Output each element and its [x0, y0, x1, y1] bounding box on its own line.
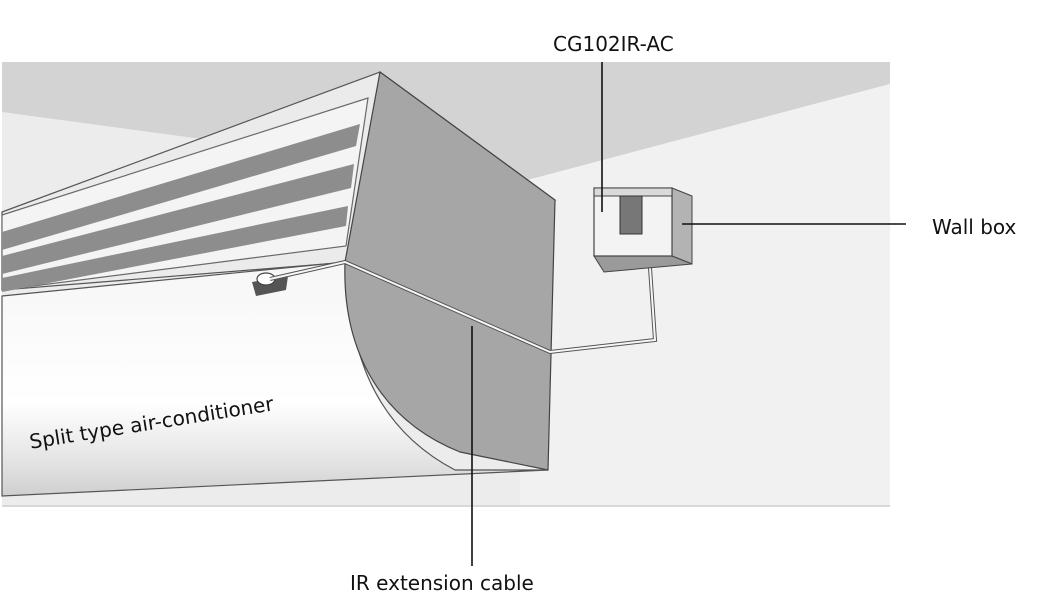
ac-vent-slot-2: [2, 164, 354, 274]
cg102ir-ac-module: [619, 195, 643, 235]
model-label: CG102IR-AC: [553, 32, 674, 56]
ac-vent-slot-1: [2, 124, 360, 250]
ac-side-cap: [344, 70, 556, 471]
ir-extension-cable-label: IR extension cable: [350, 571, 534, 595]
wall-box-top: [593, 187, 673, 197]
air-conditioner-unit: [1, 70, 557, 497]
ir-extension-cable: [269, 259, 658, 355]
leader-lines: [471, 62, 906, 566]
wall-box-side: [671, 187, 693, 265]
wall-box: [593, 187, 693, 273]
ac-vent-slot-3: [2, 206, 348, 292]
wall-box-label: Wall box: [932, 215, 1017, 239]
